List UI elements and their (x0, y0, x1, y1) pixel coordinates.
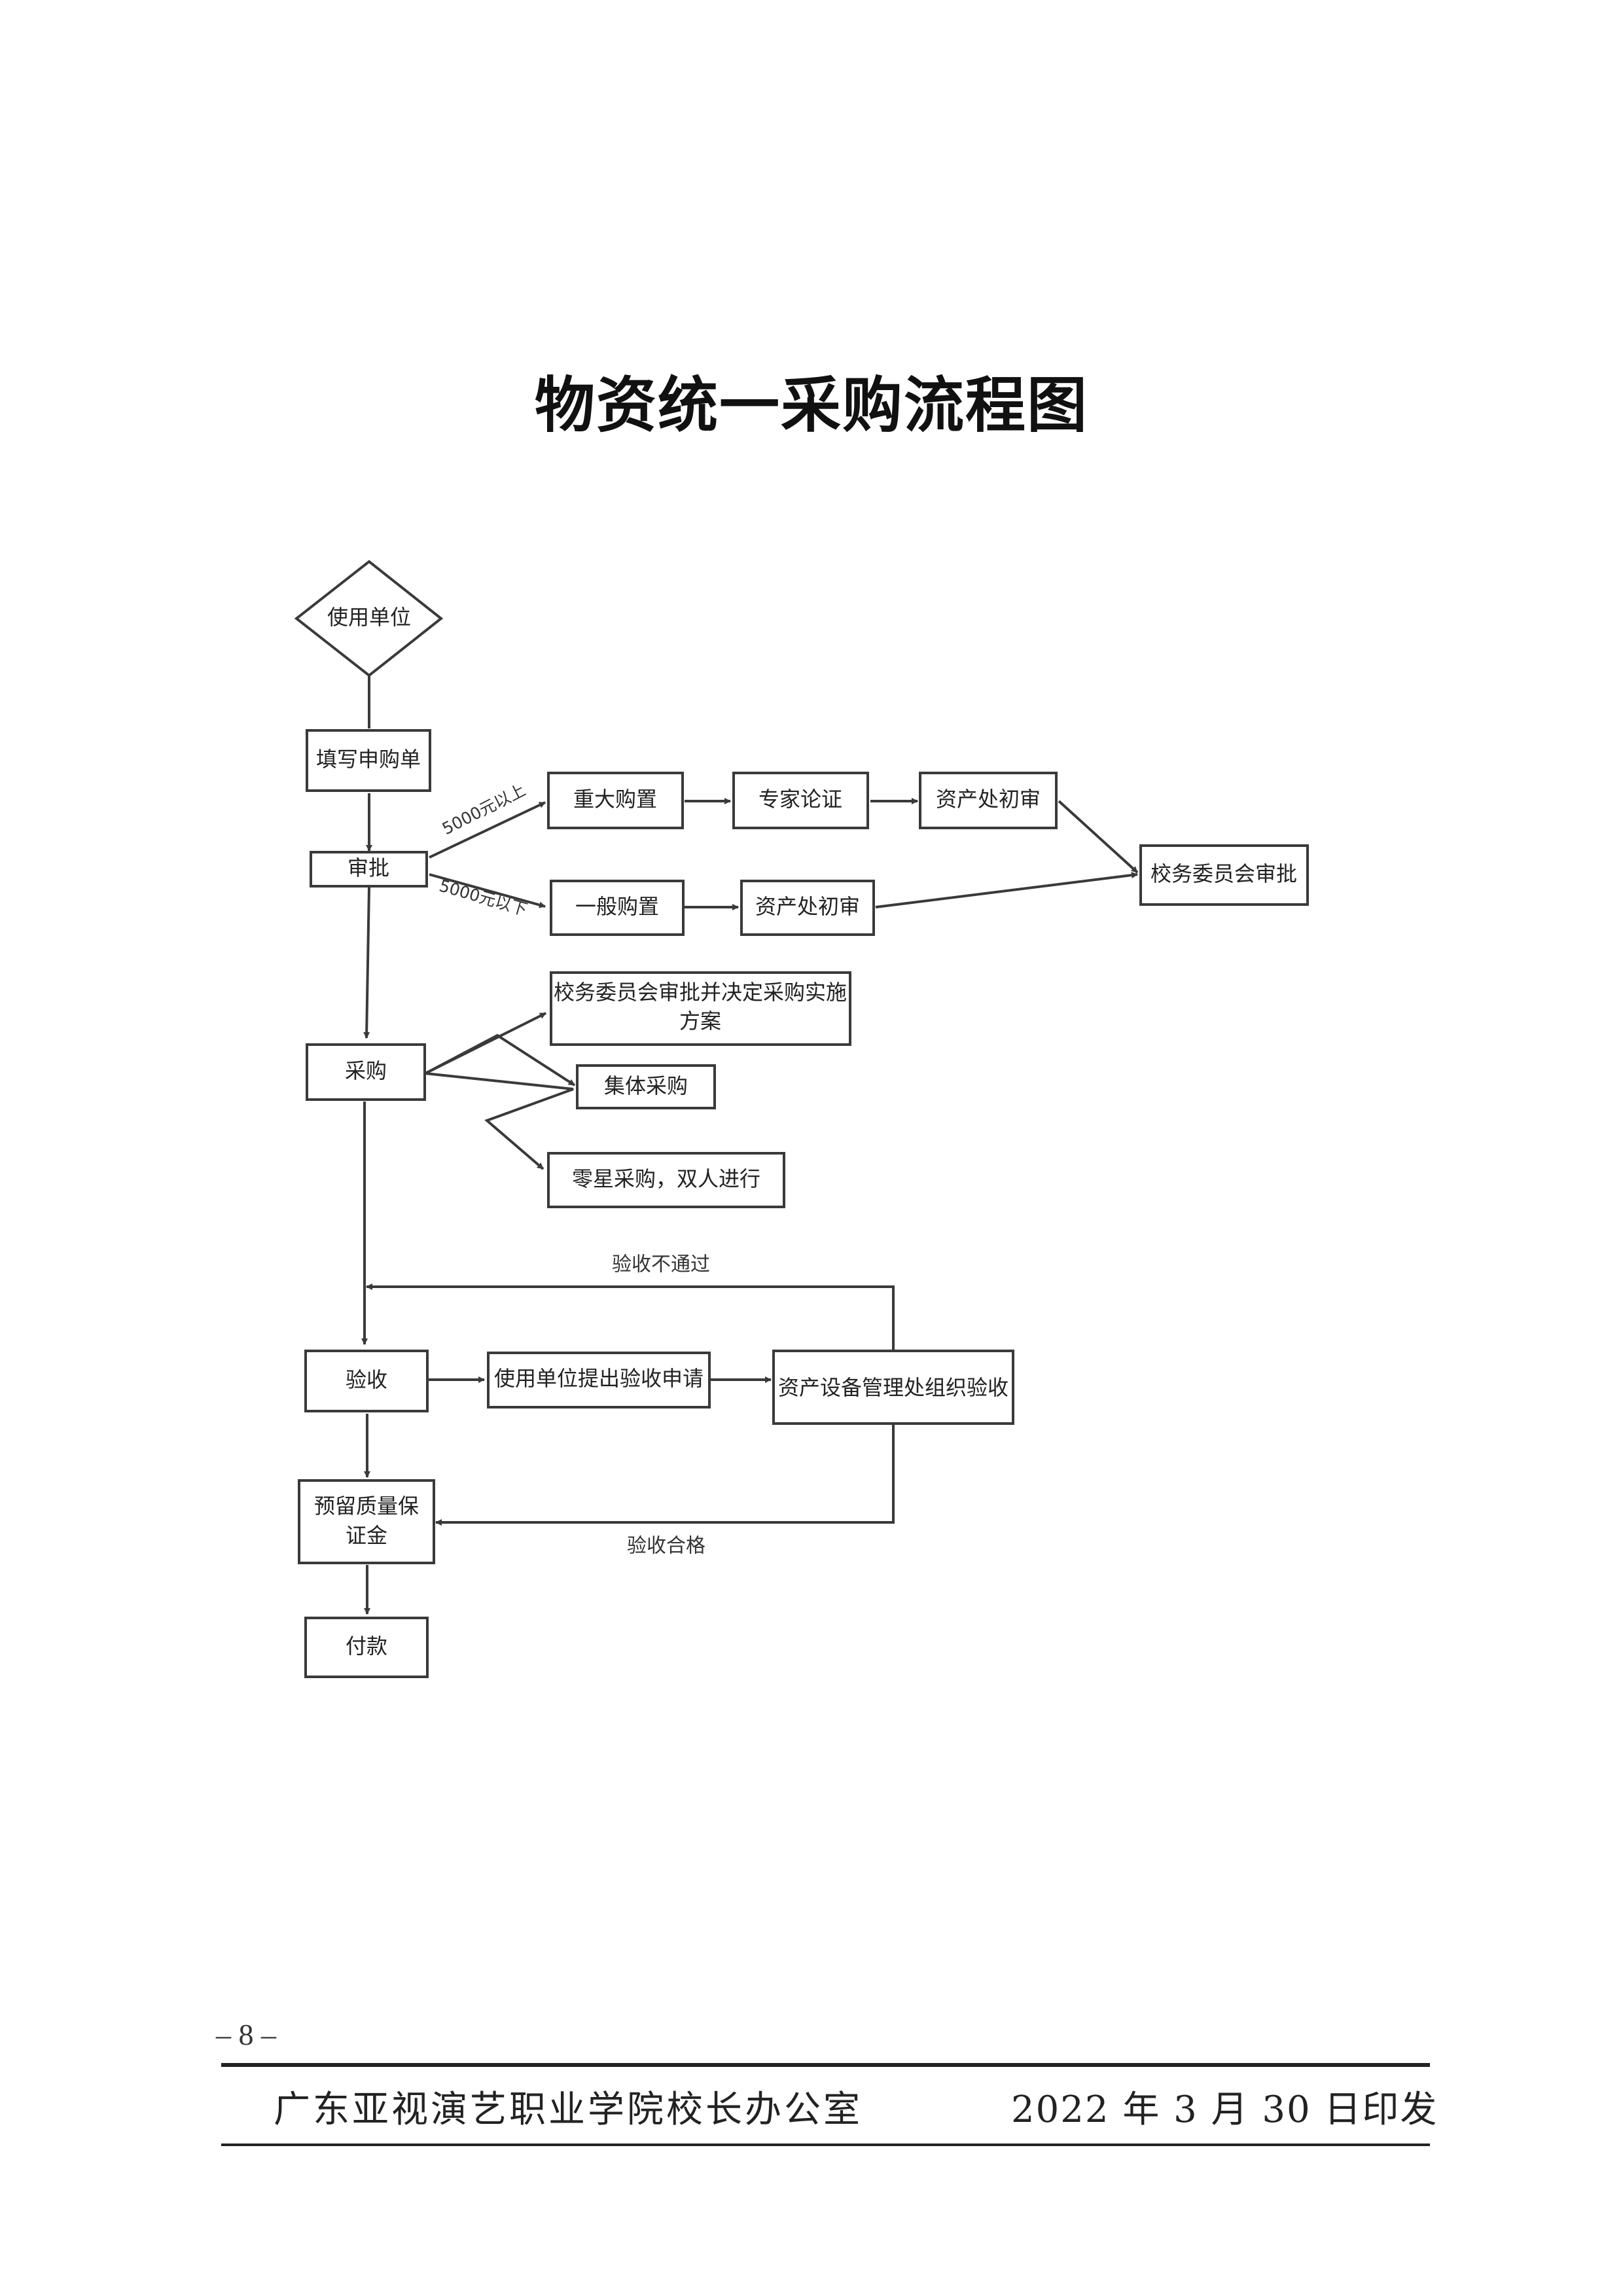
node-general-purchase-label: 一般购置 (575, 894, 659, 919)
label-above-5000: 5000元以上 (439, 780, 529, 838)
label-acceptance-failed: 验收不通过 (612, 1253, 710, 1276)
edge-purchase-to-collective (425, 1033, 576, 1086)
node-purchase: 采购 (306, 1043, 426, 1101)
node-collective-purchase: 集体采购 (576, 1064, 716, 1109)
node-purchase-label: 采购 (345, 1058, 387, 1083)
node-asset-initial-2-label: 资产处初审 (755, 894, 860, 919)
label-acceptance-passed: 验收合格 (627, 1535, 705, 1558)
node-retain-deposit-label-2: 证金 (346, 1523, 387, 1548)
node-collective-purchase-label: 集体采购 (604, 1073, 688, 1098)
node-asset-initial-1: 资产处初审 (919, 772, 1058, 829)
edge-asset1-to-committee (1058, 800, 1139, 874)
footer-top-rule (221, 2063, 1430, 2067)
node-expert-review: 专家论证 (732, 772, 869, 829)
node-fill-form-label: 填写申购单 (316, 747, 421, 772)
node-asset-dept-acceptance-label: 资产设备管理处组织验收 (778, 1375, 1008, 1400)
node-sporadic-purchase: 零星采购，双人进行 (547, 1152, 785, 1208)
footer-date: 2022 年 3 月 30 日印发 (1011, 2089, 1438, 2131)
edge-asset2-to-committee (875, 872, 1138, 908)
edge-approval-to-general (429, 873, 546, 908)
node-acceptance-label: 验收 (346, 1367, 387, 1392)
edge-purchase-to-sporadic (425, 1072, 574, 1170)
node-sporadic-purchase-label: 零星采购，双人进行 (572, 1166, 760, 1191)
node-major-purchase-label: 重大购置 (573, 787, 657, 812)
node-payment-label: 付款 (346, 1634, 387, 1659)
edge-passed-loop (435, 1425, 895, 1526)
node-committee-plan-label-1: 校务委员会审批并决定采购实施 (554, 980, 847, 1005)
node-approval-label: 审批 (348, 855, 389, 880)
edge-failed-loop (366, 1283, 895, 1352)
node-committee-approval: 校务委员会审批 (1139, 844, 1309, 906)
node-committee-approval-label: 校务委员会审批 (1150, 861, 1297, 886)
node-retain-deposit-label-1: 预留质量保 (314, 1494, 419, 1518)
node-apply-acceptance-label: 使用单位提出验收申请 (494, 1366, 704, 1391)
node-committee-plan: 校务委员会审批并决定采购实施 方案 (550, 971, 851, 1046)
node-asset-initial-1-label: 资产处初审 (936, 787, 1041, 812)
footer-office: 广东亚视演艺职业学院校长办公室 (274, 2089, 863, 2131)
node-approval: 审批 (310, 851, 428, 888)
node-asset-initial-2: 资产处初审 (740, 880, 875, 936)
node-asset-dept-acceptance: 资产设备管理处组织验收 (772, 1350, 1014, 1425)
node-committee-plan-label-2: 方案 (679, 1009, 721, 1033)
node-major-purchase: 重大购置 (547, 772, 684, 829)
node-general-purchase: 一般购置 (550, 880, 685, 936)
node-retain-deposit: 预留质量保 证金 (298, 1479, 435, 1564)
node-fill-form: 填写申购单 (306, 729, 431, 792)
node-expert-review-label: 专家论证 (758, 787, 842, 812)
page-number: – 8 – (216, 2018, 276, 2051)
node-payment: 付款 (304, 1617, 429, 1678)
edge-approval-to-purchase (363, 887, 370, 1039)
node-apply-acceptance: 使用单位提出验收申请 (487, 1352, 711, 1408)
node-unit-label: 使用单位 (327, 605, 411, 630)
node-unit: 使用单位 (294, 560, 444, 677)
footer-bottom-rule (221, 2144, 1430, 2146)
node-acceptance: 验收 (304, 1350, 429, 1412)
page-title: 物资统一采购流程图 (534, 370, 1088, 440)
label-below-5000: 5000元以下 (437, 876, 529, 920)
edge-approval-to-major (429, 801, 546, 859)
flow-edges (361, 676, 1139, 1615)
